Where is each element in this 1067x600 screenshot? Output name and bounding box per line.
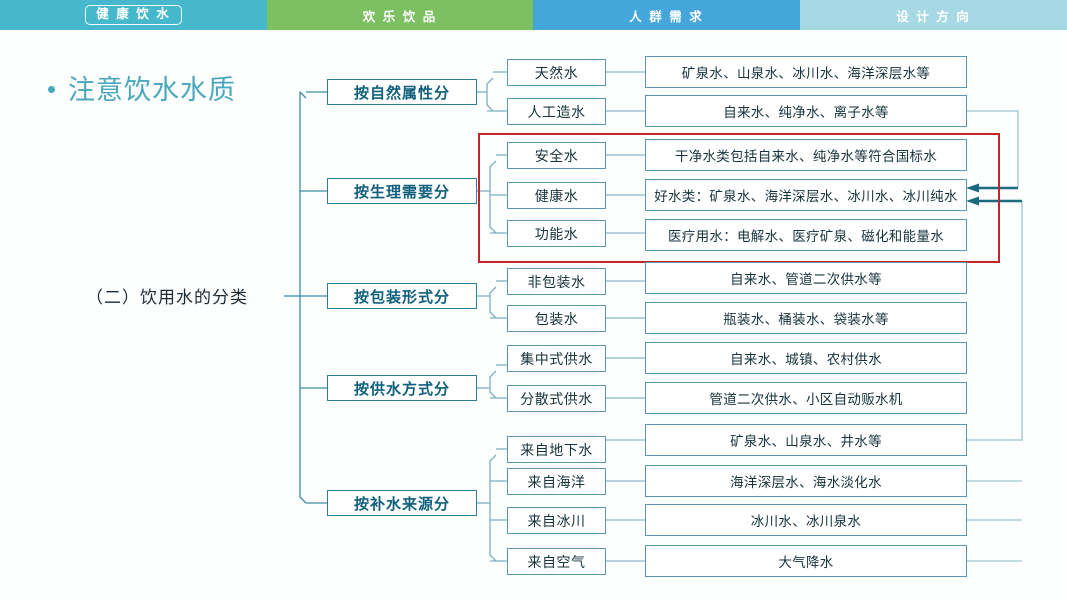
subtype-box-decentralized-supply[interactable]: 分散式供水 xyxy=(507,385,606,412)
subtype-box-from-ocean[interactable]: 来自海洋 xyxy=(507,468,606,495)
category-box-physiological-need[interactable]: 按生理需要分 xyxy=(327,178,477,204)
nav-tab-label: 人 群 需 求 xyxy=(629,9,704,24)
description-box-artificial-water[interactable]: 自来水、纯净水、离子水等 xyxy=(645,95,967,127)
description-box-natural-water[interactable]: 矿泉水、山泉水、冰川水、海洋深层水等 xyxy=(645,56,967,88)
nav-tab-label: 欢 乐 饮 品 xyxy=(362,9,438,24)
category-box-replenishment-source[interactable]: 按补水来源分 xyxy=(327,490,477,516)
nav-tab-happy-beverage[interactable]: 欢 乐 饮 品 xyxy=(267,0,533,30)
nav-tab-design-direction[interactable]: 设 计 方 向 xyxy=(800,0,1067,30)
subtype-box-from-air[interactable]: 来自空气 xyxy=(507,548,606,575)
category-box-water-supply-method[interactable]: 按供水方式分 xyxy=(327,375,477,401)
description-box-functional-water[interactable]: 医疗用水：电解水、医疗矿泉、磁化和能量水 xyxy=(645,219,967,251)
nav-tab-health-drinking-water[interactable]: 健 康 饮 水 xyxy=(0,0,267,30)
description-box-centralized-supply[interactable]: 自来水、城镇、农村供水 xyxy=(645,342,967,374)
subtype-box-natural-water[interactable]: 天然水 xyxy=(507,59,606,86)
subtype-box-safe-water[interactable]: 安全水 xyxy=(507,142,606,169)
nav-tab-label: 设 计 方 向 xyxy=(896,9,971,24)
description-box-from-air[interactable]: 大气降水 xyxy=(645,545,967,577)
page-title-text: 注意饮水水质 xyxy=(68,75,236,105)
nav-tab-label: 健 康 饮 水 xyxy=(85,5,182,25)
section-label: （二）饮用水的分类 xyxy=(86,288,248,307)
category-box-natural-attribute[interactable]: 按自然属性分 xyxy=(327,79,477,105)
description-box-from-groundwater[interactable]: 矿泉水、山泉水、井水等 xyxy=(645,424,967,456)
subtype-box-healthy-water[interactable]: 健康水 xyxy=(507,182,606,209)
subtype-box-unpackaged-water[interactable]: 非包装水 xyxy=(507,268,606,295)
subtype-box-from-glacier[interactable]: 来自冰川 xyxy=(507,507,606,534)
description-box-unpackaged-water[interactable]: 自来水、管道二次供水等 xyxy=(645,262,967,294)
subtype-box-artificial-water[interactable]: 人工造水 xyxy=(507,98,606,125)
top-navigation-bar: 健 康 饮 水 欢 乐 饮 品 人 群 需 求 设 计 方 向 xyxy=(0,0,1067,30)
nav-tab-crowd-demand[interactable]: 人 群 需 求 xyxy=(533,0,800,30)
category-box-packaging-form[interactable]: 按包装形式分 xyxy=(327,283,477,309)
description-box-from-ocean[interactable]: 海洋深层水、海水淡化水 xyxy=(645,465,967,497)
description-box-packaged-water[interactable]: 瓶装水、桶装水、袋装水等 xyxy=(645,302,967,334)
description-box-safe-water[interactable]: 干净水类包括自来水、纯净水等符合国标水 xyxy=(645,139,967,171)
description-box-healthy-water[interactable]: 好水类：矿泉水、海洋深层水、冰川水、冰川纯水 xyxy=(645,179,967,211)
page-title: 注意饮水水质 xyxy=(48,68,328,107)
subtype-box-functional-water[interactable]: 功能水 xyxy=(507,220,606,247)
subtype-box-from-groundwater[interactable]: 来自地下水 xyxy=(507,436,606,463)
subtype-box-packaged-water[interactable]: 包装水 xyxy=(507,305,606,332)
description-box-decentralized-supply[interactable]: 管道二次供水、小区自动贩水机 xyxy=(645,382,967,414)
bullet-icon xyxy=(48,86,55,94)
subtype-box-centralized-supply[interactable]: 集中式供水 xyxy=(507,345,606,372)
description-box-from-glacier[interactable]: 冰川水、冰川泉水 xyxy=(645,504,967,536)
